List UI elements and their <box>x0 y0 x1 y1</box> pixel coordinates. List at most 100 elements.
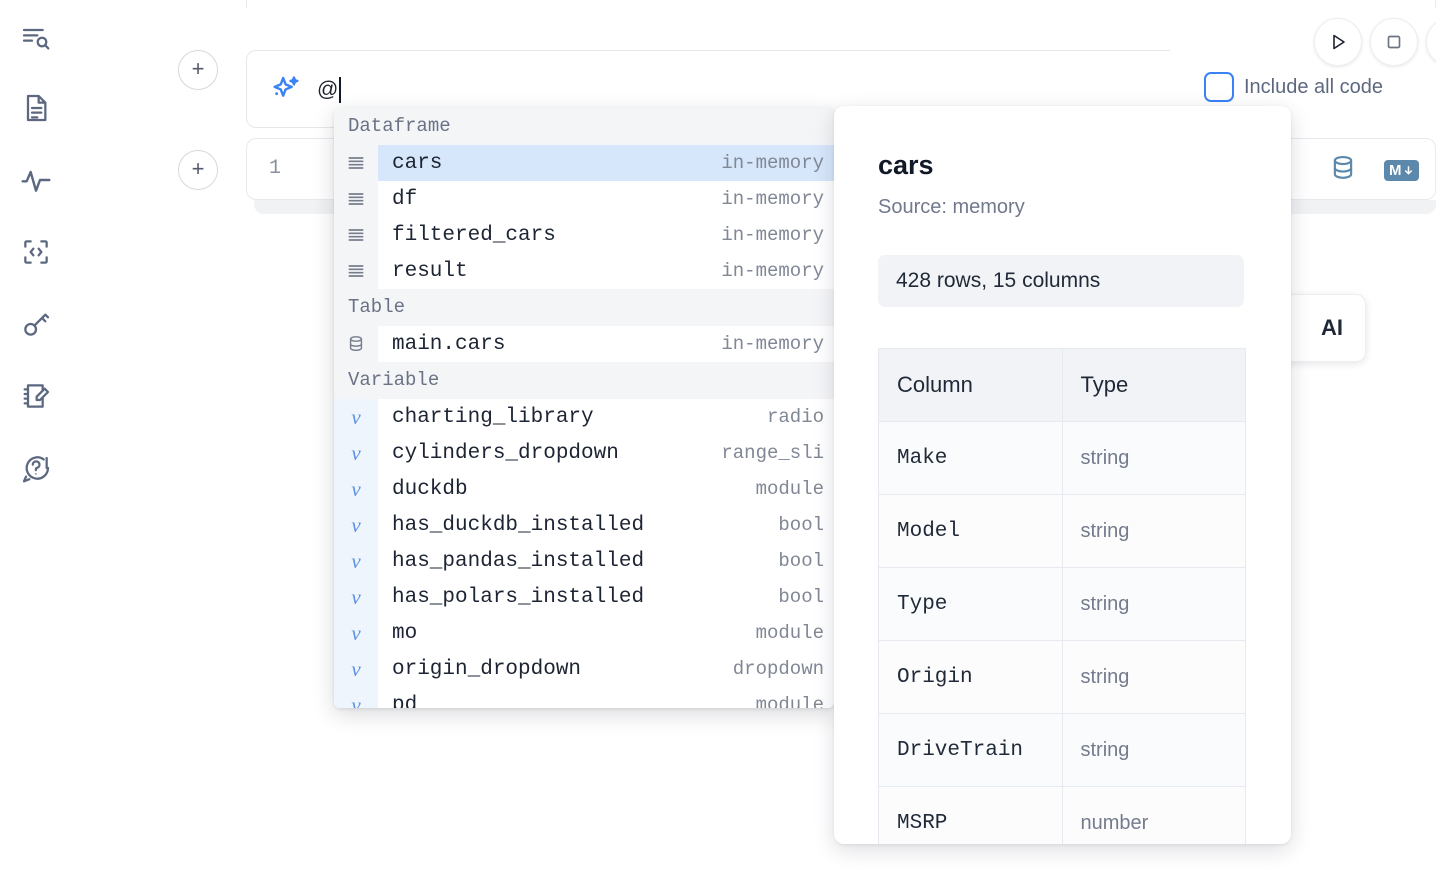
variable-icon: v <box>334 579 378 615</box>
table-database-icon <box>334 326 378 362</box>
autocomplete-item[interactable]: main.cars in-memory <box>334 326 834 362</box>
add-cell-above-button[interactable]: + <box>178 50 218 90</box>
autocomplete-item-body: main.cars in-memory <box>378 326 834 362</box>
stop-button[interactable] <box>1370 18 1418 66</box>
autocomplete-item-meta: in-memory <box>721 333 824 355</box>
autocomplete-item[interactable]: cars in-memory <box>334 145 834 181</box>
with-ai-label: AI <box>1321 315 1343 340</box>
code-brackets-icon[interactable] <box>14 230 58 274</box>
variable-icon: v <box>334 399 378 435</box>
dataset-preview-panel: cars Source: memory 428 rows, 15 columns… <box>834 106 1291 844</box>
text-caret <box>339 77 342 103</box>
plus-icon: + <box>191 56 205 81</box>
autocomplete-item-meta: module <box>755 694 824 708</box>
search-outline-icon[interactable] <box>14 16 58 60</box>
scratchpad-icon[interactable] <box>14 374 58 418</box>
autocomplete-item-name: result <box>392 259 468 283</box>
dataframe-icon <box>334 181 378 217</box>
autocomplete-item[interactable]: v origin_dropdown dropdown <box>334 651 834 687</box>
autocomplete-item-name: mo <box>392 621 418 645</box>
dataframe-icon <box>334 253 378 289</box>
more-actions-button[interactable] <box>1426 18 1436 66</box>
autocomplete-group-header: Table <box>334 289 834 326</box>
variable-icon: v <box>334 615 378 651</box>
run-button[interactable] <box>1314 18 1362 66</box>
markdown-icon[interactable]: M <box>1384 160 1419 181</box>
help-chat-icon[interactable] <box>14 446 58 490</box>
autocomplete-item-meta: dropdown <box>732 658 824 680</box>
cell-column-type: string <box>1061 421 1246 495</box>
autocomplete-item-name: df <box>392 187 418 211</box>
autocomplete-item-name: cylinders_dropdown <box>392 441 619 465</box>
column-header-column: Column <box>878 348 1063 422</box>
autocomplete-item-name: cars <box>392 151 443 175</box>
autocomplete-item-name: has_polars_installed <box>392 585 645 609</box>
database-icon[interactable] <box>1328 153 1358 188</box>
cell-column-name: DriveTrain <box>878 713 1063 787</box>
table-header-row: Column Type <box>878 348 1246 422</box>
variable-icon: v <box>334 687 378 708</box>
autocomplete-item-body: cylinders_dropdown range_sli <box>378 435 834 471</box>
preview-title: cars <box>878 150 934 180</box>
autocomplete-item-name: filtered_cars <box>392 223 556 247</box>
autocomplete-item[interactable]: v has_duckdb_installed bool <box>334 507 834 543</box>
autocomplete-item-name: main.cars <box>392 332 506 356</box>
cell-column-type: string <box>1061 567 1246 641</box>
sidebar-icon-rail <box>0 0 72 874</box>
file-text-icon[interactable] <box>14 86 58 130</box>
include-all-code-row[interactable]: Include all code <box>1204 72 1383 102</box>
autocomplete-item-body: filtered_cars in-memory <box>378 217 834 253</box>
plus-icon: + <box>191 156 205 181</box>
cell-column-type: string <box>1061 713 1246 787</box>
autocomplete-item-meta: in-memory <box>721 224 824 246</box>
variable-icon: v <box>334 471 378 507</box>
cell-column-type: string <box>1061 494 1246 568</box>
add-cell-below-button[interactable]: + <box>178 150 218 190</box>
cell-column-name: Model <box>878 494 1063 568</box>
include-all-code-checkbox[interactable] <box>1204 72 1234 102</box>
variable-icon: v <box>334 435 378 471</box>
autocomplete-item-meta: bool <box>778 514 824 536</box>
variable-icon: v <box>334 651 378 687</box>
dataframe-icon <box>334 145 378 181</box>
autocomplete-item-name: origin_dropdown <box>392 657 582 681</box>
ai-prompt-input[interactable]: @ <box>317 51 1160 129</box>
cell-icon-group: M <box>1328 153 1419 188</box>
variable-icon: v <box>334 507 378 543</box>
autocomplete-item-meta: in-memory <box>721 152 824 174</box>
autocomplete-item-meta: range_sli <box>721 442 824 464</box>
autocomplete-item-name: has_duckdb_installed <box>392 513 645 537</box>
autocomplete-item-body: pd module <box>378 687 834 709</box>
variable-icon: v <box>334 543 378 579</box>
autocomplete-item[interactable]: filtered_cars in-memory <box>334 217 834 253</box>
autocomplete-item-body: has_duckdb_installed bool <box>378 507 834 543</box>
autocomplete-item-body: origin_dropdown dropdown <box>378 651 834 687</box>
autocomplete-item-name: pd <box>392 693 418 709</box>
cell-column-type: string <box>1061 640 1246 714</box>
cell-column-name: Origin <box>878 640 1063 714</box>
autocomplete-item[interactable]: v cylinders_dropdown range_sli <box>334 435 834 471</box>
key-icon[interactable] <box>14 302 58 346</box>
autocomplete-group-header: Variable <box>334 362 834 399</box>
autocomplete-item-name: duckdb <box>392 477 468 501</box>
activity-icon[interactable] <box>14 158 58 202</box>
